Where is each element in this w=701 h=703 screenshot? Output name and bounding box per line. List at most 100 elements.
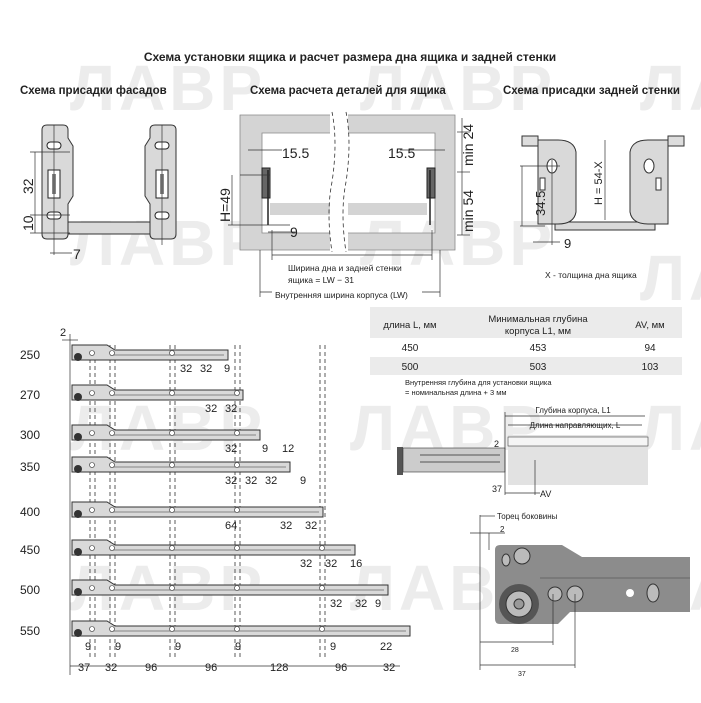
mounting-hole: [89, 390, 95, 396]
calc-section-title: Схема расчета деталей для ящика: [250, 85, 446, 97]
slide-dimension: 32: [300, 558, 312, 570]
slide-dimension: 32: [200, 363, 212, 375]
roller: [74, 353, 82, 361]
mounting-hole: [89, 462, 95, 468]
mounting-hole: [234, 430, 240, 436]
table-cell: 103: [642, 362, 659, 373]
table-header-av: AV, мм: [635, 320, 664, 331]
slide-length-label: 250: [20, 348, 40, 362]
slide-rail: [71, 344, 229, 361]
dim-2-side: 2: [494, 439, 499, 449]
slide-dimension: 32: [245, 475, 257, 487]
dim-av: AV: [540, 489, 551, 499]
mounting-hole: [89, 507, 95, 513]
slide-length-label: 450: [20, 543, 40, 557]
bottom-dimension: 96: [205, 662, 217, 674]
slide-dimension: 32: [265, 475, 277, 487]
roller: [74, 465, 82, 473]
mounting-hole: [234, 585, 240, 591]
depth-note-2: = номинальная длина + 3 мм: [405, 388, 507, 397]
dim-37-side: 37: [492, 484, 502, 494]
dim-15-5-right: 15.5: [388, 145, 415, 161]
mounting-hole: [169, 462, 175, 468]
slide-dimension: 32: [205, 403, 217, 415]
slide-dimension: 32: [325, 558, 337, 570]
slide-dimension: 32: [355, 598, 367, 610]
dim-7: 7: [73, 246, 81, 262]
mounting-hole: [234, 462, 240, 468]
slide-length-label: 300: [20, 428, 40, 442]
facade-section-title: Схема присадки фасадов: [20, 85, 167, 97]
dim-28: 28: [511, 647, 519, 654]
back-panel-drilling-drawing: 34.5 H = 54-X 9 X - толщина дна ящика: [520, 135, 685, 280]
bottom-dimension: 37: [78, 662, 90, 674]
table-cell: 453: [530, 343, 547, 354]
inner-width-label: Внутренняя ширина корпуса (LW): [275, 290, 408, 300]
slide-length-label: 350: [20, 460, 40, 474]
mounting-hole: [169, 545, 175, 551]
roller: [74, 588, 82, 596]
slide-rail: [71, 424, 261, 441]
dim-32: 32: [20, 178, 36, 194]
slide-dimension: 16: [350, 558, 362, 570]
side-view-drawing: Глубина корпуса, L1 Длина направляющих, …: [397, 406, 649, 499]
mounting-hole: [319, 585, 325, 591]
watermark: ЛАВР: [360, 52, 556, 124]
table-cell: 94: [644, 343, 656, 354]
table-header-length: длина L, мм: [383, 320, 436, 331]
slide-rail: [71, 539, 356, 556]
mounting-hole: [319, 545, 325, 551]
slide-dimension: 32: [225, 443, 237, 455]
mounting-hole: [89, 350, 95, 356]
slide-dimension: 32: [330, 598, 342, 610]
mounting-hole: [169, 626, 175, 632]
roller: [74, 393, 82, 401]
mounting-hole: [89, 585, 95, 591]
mounting-hole: [109, 585, 115, 591]
mounting-hole: [234, 545, 240, 551]
facade-drilling-drawing: 32 10 7: [20, 124, 177, 262]
slide-dimension: 9: [85, 641, 91, 653]
mounting-hole: [234, 390, 240, 396]
watermark: ЛАВР: [640, 52, 701, 124]
page-title: Схема установки ящика и расчет размера д…: [144, 50, 556, 64]
slide-dimension: 9: [330, 641, 336, 653]
table-header-min-depth: Минимальная глубина: [488, 314, 588, 325]
slide-dimension: 12: [282, 443, 294, 455]
watermark: ЛАВР: [640, 392, 701, 464]
watermark: ЛАВР: [640, 242, 701, 314]
slide-dimension: 9: [175, 641, 181, 653]
mounting-hole: [89, 545, 95, 551]
dim-10: 10: [20, 215, 36, 231]
slide-length-label: 270: [20, 388, 40, 402]
dim-2-detail: 2: [500, 525, 505, 534]
dim-h-49: H=49: [217, 188, 233, 222]
bottom-thickness-note: X - толщина дна ящика: [545, 270, 637, 280]
slide-dimension: 9: [115, 641, 121, 653]
mounting-hole: [109, 545, 115, 551]
depth-label: Глубина корпуса, L1: [535, 406, 611, 415]
mounting-hole: [89, 430, 95, 436]
dim-34-5: 34.5: [533, 191, 548, 216]
mounting-hole: [109, 626, 115, 632]
slide-rail: [71, 501, 324, 518]
slide-dimension: 9: [300, 475, 306, 487]
back-section-title: Схема присадки задней стенки: [503, 85, 680, 97]
dimensions-table: длина L, мм Минимальная глубина корпуса …: [370, 307, 682, 397]
mounting-hole: [109, 430, 115, 436]
dim-37-detail: 37: [518, 671, 526, 678]
bottom-dimension: 32: [383, 662, 395, 674]
bottom-dimension: 96: [335, 662, 347, 674]
roller: [74, 548, 82, 556]
dim-min-54: min 54: [460, 190, 476, 232]
mounting-hole: [169, 585, 175, 591]
slide-dimension: 32: [225, 475, 237, 487]
slide-dimension: 9: [224, 363, 230, 375]
slide-rail: [71, 384, 244, 401]
bottom-width-formula: ящика = LW − 31: [288, 275, 354, 285]
watermark: ЛАВР: [70, 52, 266, 124]
rail-length-label: Длина направляющих, L: [530, 421, 621, 430]
mounting-hole: [234, 626, 240, 632]
bottom-width-label: Ширина дна и задней стенки: [288, 263, 402, 273]
